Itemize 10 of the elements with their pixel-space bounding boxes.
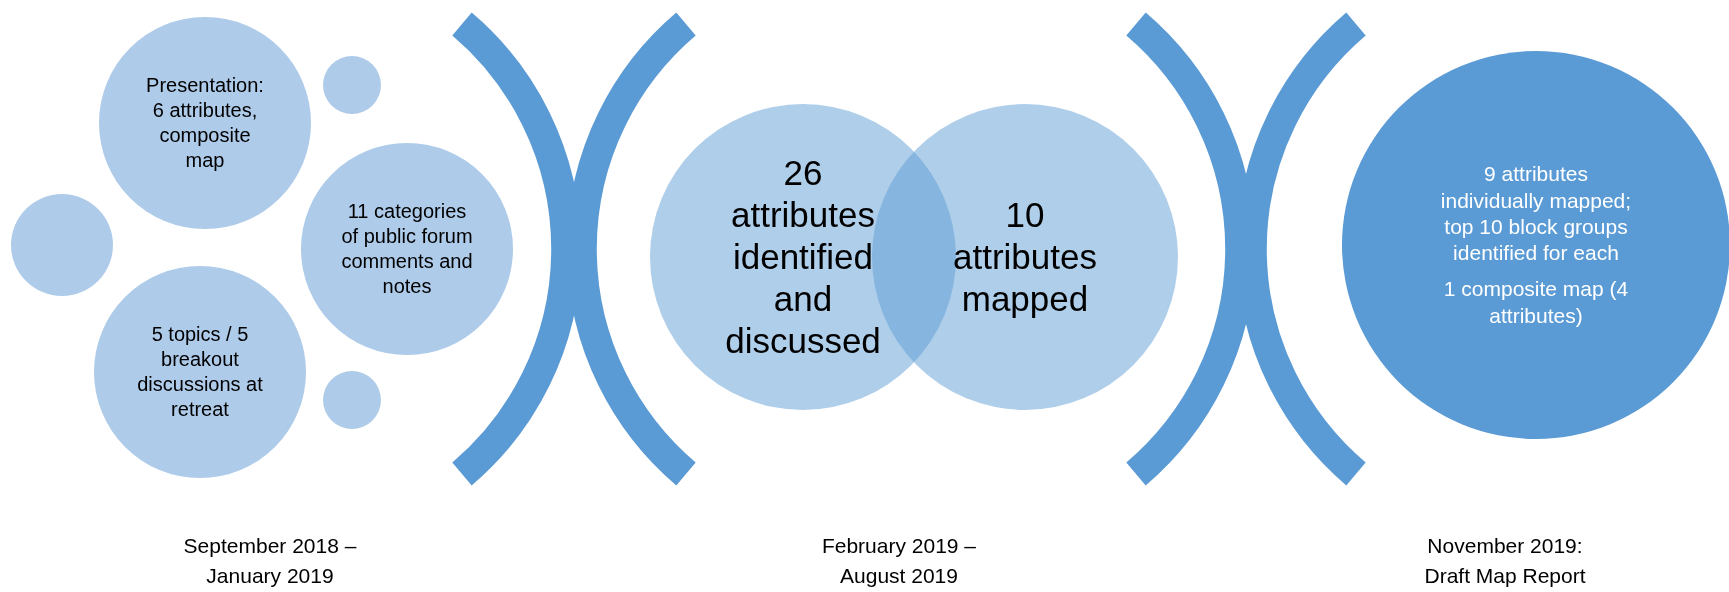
circle-text: 9 attributes individually mapped; top 10 block groups identified for each xyxy=(1439,161,1633,266)
circle-text: Presentation: 6 attributes, composite map xyxy=(145,73,265,173)
period-label: September 2018 – January 2019 xyxy=(182,533,358,589)
circle-text: 1 composite map (4 attributes) xyxy=(1442,276,1630,329)
circle-text: 26 attributes identified and discussed xyxy=(724,152,882,362)
period-label: February 2019 – August 2019 xyxy=(820,533,978,589)
circle-text: 11 categories of public forum comments and notes xyxy=(340,199,474,299)
circle-text: 10 attributes mapped xyxy=(952,194,1098,320)
circle-text: 5 topics / 5 breakout discussions at retreat xyxy=(136,322,264,422)
period-label: November 2019: Draft Map Report xyxy=(1423,533,1587,589)
